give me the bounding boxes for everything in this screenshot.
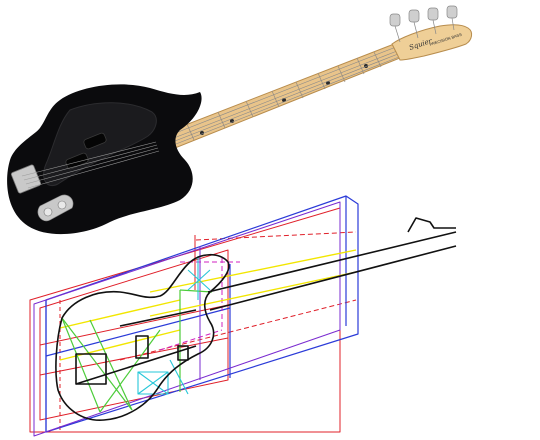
purple-box — [33, 201, 341, 437]
yellow-lines — [59, 249, 357, 361]
black-outline — [55, 217, 457, 421]
guitar-body — [7, 84, 202, 235]
neck — [151, 43, 401, 155]
volume-knob — [43, 207, 53, 217]
body-strings — [21, 141, 160, 189]
blue-bounding-boxes — [45, 195, 359, 433]
bass-wireframe — [29, 195, 457, 437]
neck-strings — [154, 46, 400, 152]
cyan-lines — [137, 256, 211, 395]
wireframe-neck-bottom — [209, 245, 457, 311]
tone-knob — [57, 200, 67, 210]
bass-guitar-photo: Squier PRECISION BASS — [7, 5, 473, 235]
headstock-shape — [391, 24, 473, 61]
wireframe-body-outline — [55, 253, 230, 421]
bridge — [10, 164, 42, 194]
wireframe-neck-top — [207, 231, 457, 293]
wireframe-pickup-a — [135, 335, 149, 359]
headstock: Squier PRECISION BASS — [389, 5, 473, 61]
green-lines — [61, 289, 213, 413]
tuning-pegs — [389, 5, 458, 43]
wireframe-headstock — [407, 217, 456, 233]
red-bounding-boxes — [29, 207, 357, 433]
pickups — [65, 132, 107, 170]
wireframe-pickup-b — [75, 353, 107, 385]
wireframe-bridge — [177, 345, 189, 361]
